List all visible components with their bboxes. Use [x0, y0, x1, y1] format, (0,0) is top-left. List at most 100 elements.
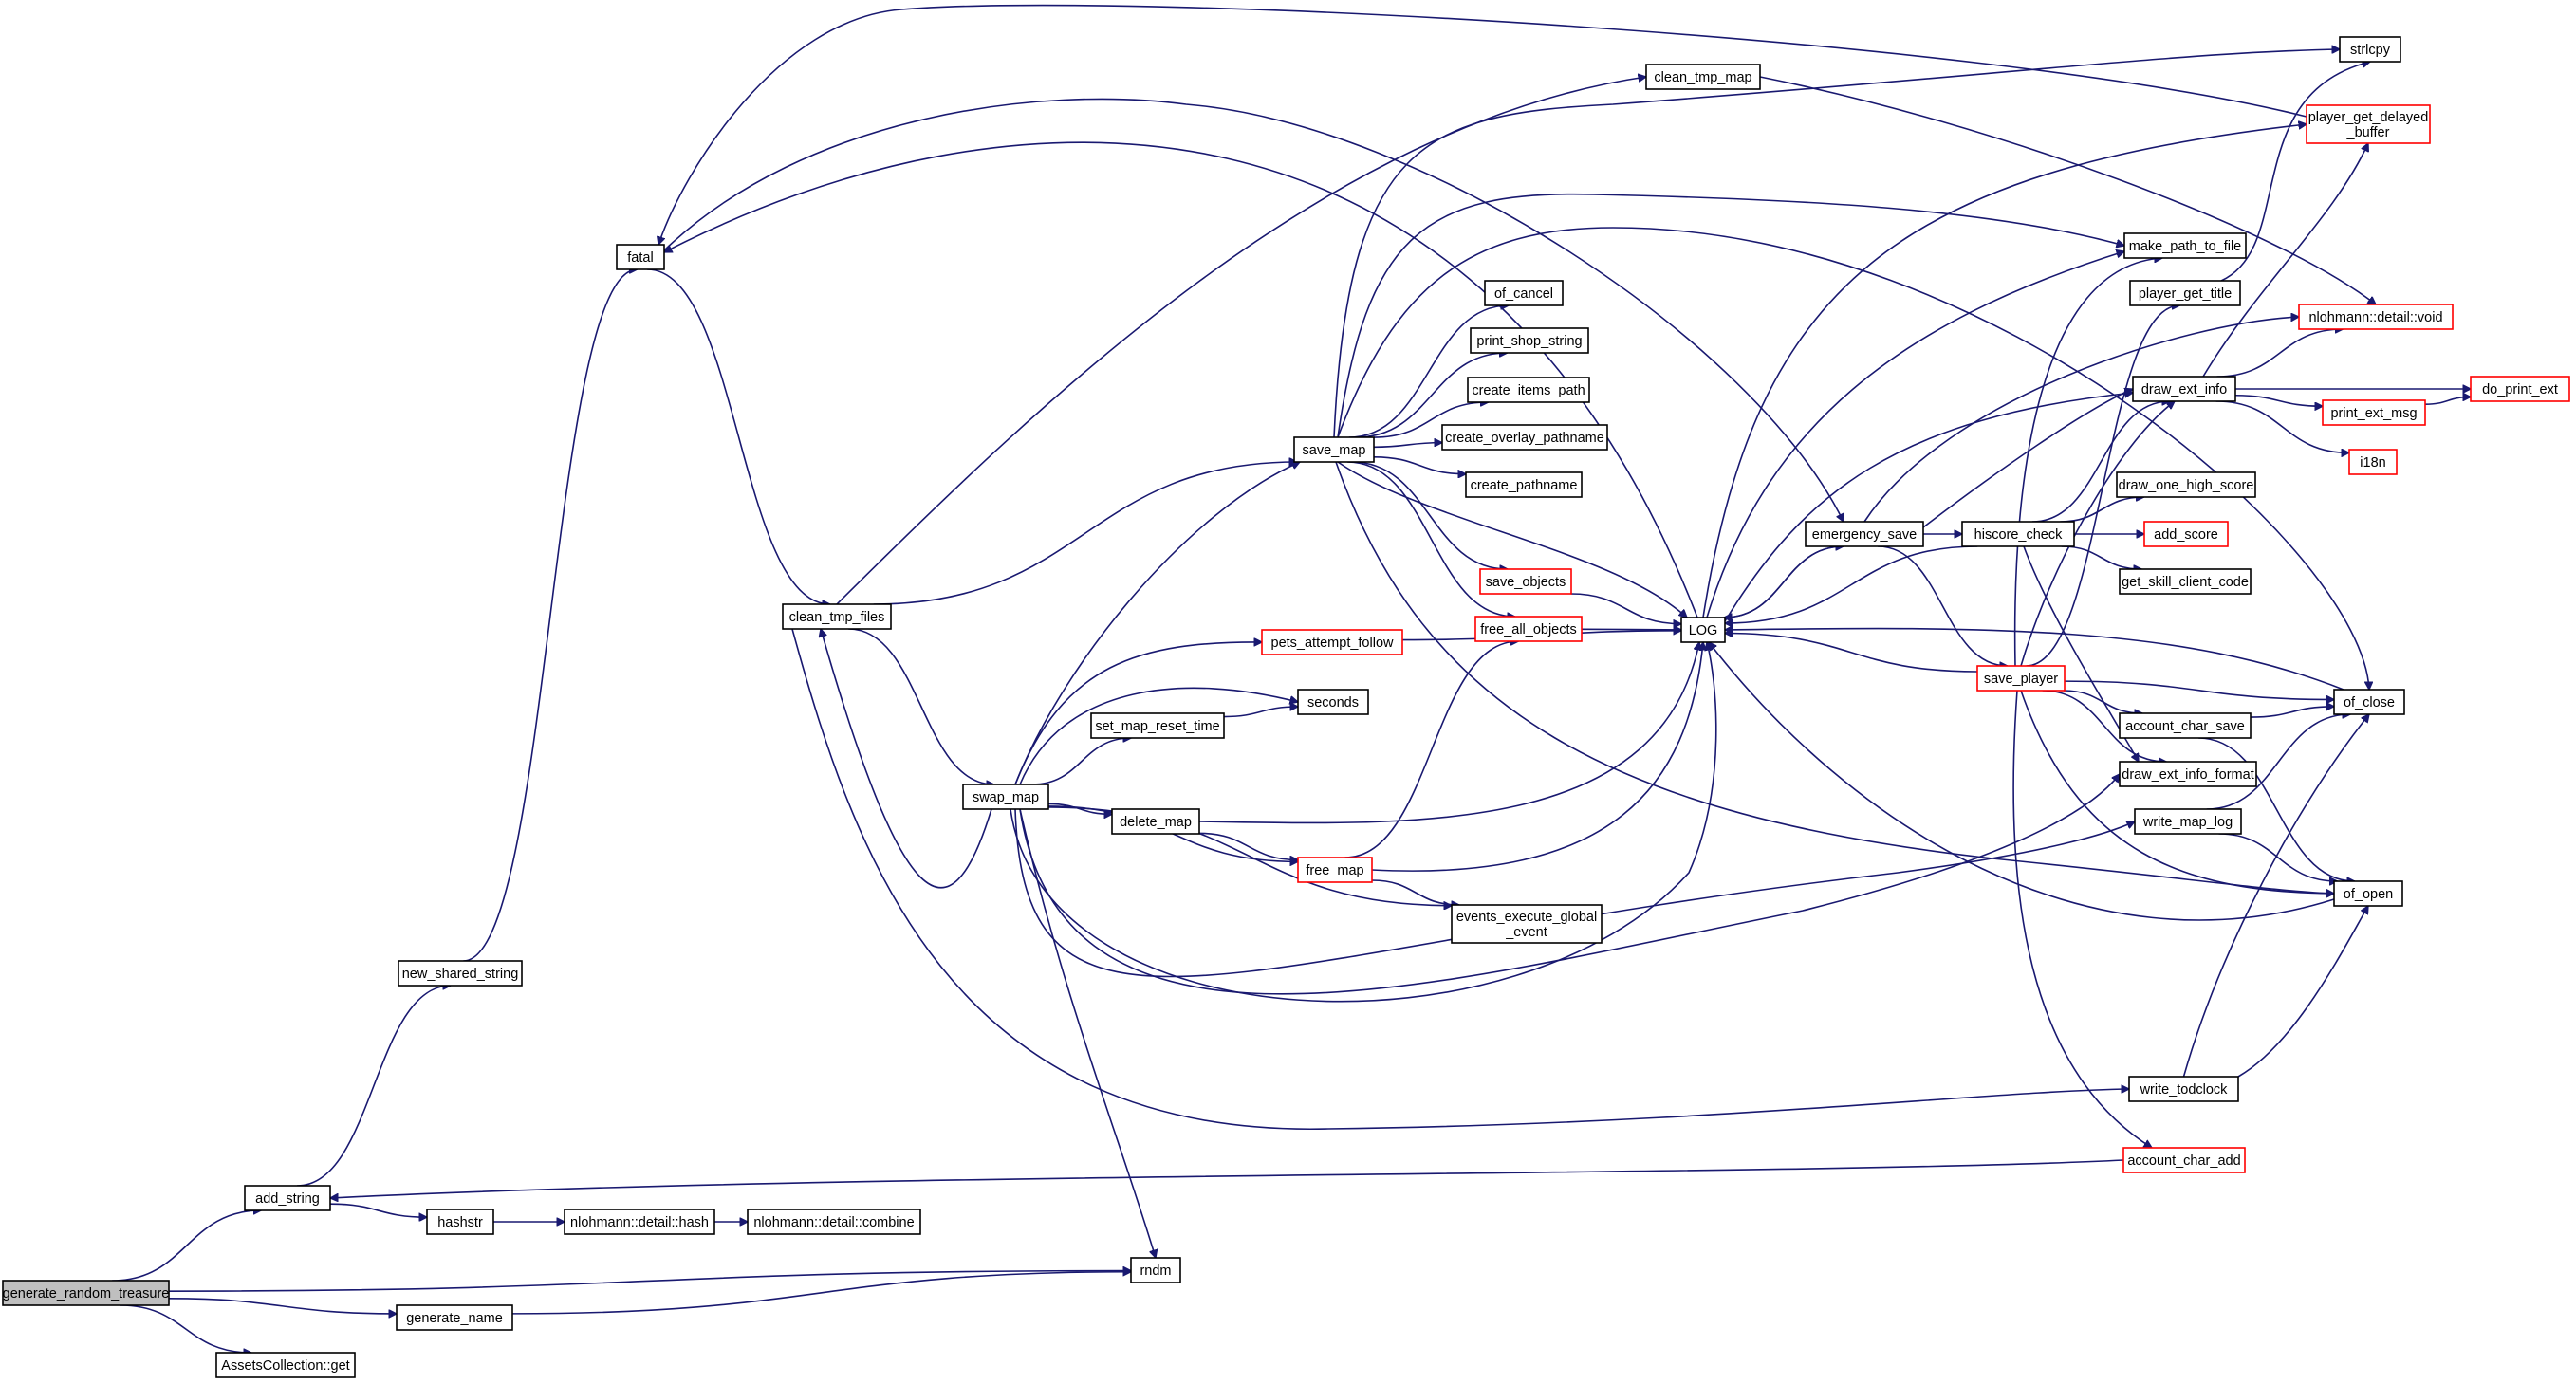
node-box[interactable]	[2348, 449, 2398, 475]
node-delete-map[interactable]: delete_map	[1111, 808, 1200, 835]
node-get-skill-client-code[interactable]: get_skill_client_code	[2119, 568, 2252, 595]
node-box[interactable]	[962, 784, 1049, 810]
node-box[interactable]	[1976, 665, 2066, 692]
node-save-map[interactable]: save_map	[1293, 436, 1375, 463]
node-add-string[interactable]: add_string	[244, 1185, 331, 1211]
node-draw-ext-info-format[interactable]: draw_ext_info_format	[2119, 761, 2257, 787]
node-emergency-save[interactable]: emergency_save	[1805, 521, 1924, 547]
node-box[interactable]	[2119, 568, 2252, 595]
node-seconds[interactable]: seconds	[1297, 689, 1369, 715]
node-box[interactable]	[1680, 617, 1726, 643]
node-generate-name[interactable]: generate_name	[396, 1304, 513, 1331]
node-box[interactable]	[2122, 1147, 2246, 1173]
node-new-shared-string[interactable]: new_shared_string	[398, 960, 523, 987]
node-box[interactable]	[1470, 327, 1589, 354]
node-nlohmann-combine[interactable]: nlohmann::detail::combine	[747, 1209, 921, 1235]
node-box[interactable]	[1474, 616, 1583, 642]
node-box[interactable]	[1805, 521, 1924, 547]
node-box[interactable]	[1090, 712, 1225, 739]
node-create-items-path[interactable]: create_items_path	[1467, 377, 1590, 403]
node-save-player[interactable]: save_player	[1976, 665, 2066, 692]
node-box[interactable]	[1111, 808, 1200, 835]
node-create-overlay-pathname[interactable]: create_overlay_pathname	[1441, 424, 1608, 451]
node-make-path-to-file[interactable]: make_path_to_file	[2123, 232, 2247, 259]
node-player-get-title[interactable]: player_get_title	[2129, 280, 2241, 306]
node-box[interactable]	[2470, 376, 2570, 402]
node-save-objects[interactable]: save_objects	[1479, 568, 1572, 595]
node-box[interactable]	[1467, 377, 1590, 403]
node-generate-random-treasure[interactable]: generate_random_treasure	[2, 1280, 170, 1306]
node-print-ext-msg[interactable]: print_ext_msg	[2322, 399, 2426, 426]
node-box[interactable]	[1479, 568, 1572, 595]
node-box[interactable]	[2119, 712, 2252, 739]
node-box[interactable]	[1465, 471, 1583, 498]
node-print-shop-string[interactable]: print_shop_string	[1470, 327, 1589, 354]
node-create-pathname[interactable]: create_pathname	[1465, 471, 1583, 498]
node-pets-attempt-follow[interactable]: pets_attempt_follow	[1261, 629, 1403, 655]
node-box[interactable]	[1297, 857, 1373, 883]
node-of-open[interactable]: of_open	[2333, 880, 2403, 907]
node-box[interactable]	[2128, 1076, 2239, 1102]
node-of-cancel[interactable]: of_cancel	[1484, 280, 1564, 306]
node-free-map[interactable]: free_map	[1297, 857, 1373, 883]
node-box[interactable]	[2333, 880, 2403, 907]
node-box[interactable]	[426, 1209, 494, 1235]
node-box[interactable]	[2339, 36, 2401, 63]
node-box[interactable]	[2134, 808, 2242, 835]
node-account-char-add[interactable]: account_char_add	[2122, 1147, 2246, 1173]
node-LOG[interactable]: LOG	[1680, 617, 1726, 643]
node-strlcpy[interactable]: strlcpy	[2339, 36, 2401, 63]
node-box[interactable]	[396, 1304, 513, 1331]
node-box[interactable]	[1130, 1257, 1181, 1283]
node-clean-tmp-files[interactable]: clean_tmp_files	[782, 603, 892, 630]
node-box[interactable]	[1451, 904, 1603, 944]
node-box[interactable]	[747, 1209, 921, 1235]
node-swap-map[interactable]: swap_map	[962, 784, 1049, 810]
node-add-score[interactable]: add_score	[2143, 521, 2229, 547]
node-draw-one-high-score[interactable]: draw_one_high_score	[2116, 471, 2256, 498]
node-account-char-save[interactable]: account_char_save	[2119, 712, 2252, 739]
node-box[interactable]	[1441, 424, 1608, 451]
node-free-all-objects[interactable]: free_all_objects	[1474, 616, 1583, 642]
node-hiscore-check[interactable]: hiscore_check	[1961, 521, 2075, 547]
node-box[interactable]	[2322, 399, 2426, 426]
node-box[interactable]	[1261, 629, 1403, 655]
node-player-get-delayed-buffer[interactable]: player_get_delayed_buffer	[2306, 104, 2431, 144]
node-of-close[interactable]: of_close	[2333, 689, 2405, 715]
node-write-todclock[interactable]: write_todclock	[2128, 1076, 2239, 1102]
node-box[interactable]	[1484, 280, 1564, 306]
node-write-map-log[interactable]: write_map_log	[2134, 808, 2242, 835]
node-set-map-reset-time[interactable]: set_map_reset_time	[1090, 712, 1225, 739]
node-i18n[interactable]: i18n	[2348, 449, 2398, 475]
node-box[interactable]	[2123, 232, 2247, 259]
node-box[interactable]	[616, 244, 665, 270]
node-box[interactable]	[398, 960, 523, 987]
node-hashstr[interactable]: hashstr	[426, 1209, 494, 1235]
node-assets-get[interactable]: AssetsCollection::get	[215, 1352, 356, 1378]
node-fatal[interactable]: fatal	[616, 244, 665, 270]
node-box[interactable]	[2298, 304, 2454, 330]
node-box[interactable]	[2333, 689, 2405, 715]
node-box[interactable]	[2119, 761, 2257, 787]
node-events-execute-global-event[interactable]: events_execute_global_event	[1451, 904, 1603, 944]
node-draw-ext-info[interactable]: draw_ext_info	[2132, 376, 2236, 402]
node-box[interactable]	[1645, 64, 1761, 90]
node-box[interactable]	[244, 1185, 331, 1211]
node-box[interactable]	[1961, 521, 2075, 547]
node-box[interactable]	[2, 1280, 170, 1306]
node-box[interactable]	[2306, 104, 2431, 144]
node-box[interactable]	[2129, 280, 2241, 306]
node-box[interactable]	[564, 1209, 715, 1235]
node-do-print-ext[interactable]: do_print_ext	[2470, 376, 2570, 402]
node-clean-tmp-map[interactable]: clean_tmp_map	[1645, 64, 1761, 90]
node-box[interactable]	[1297, 689, 1369, 715]
node-box[interactable]	[1293, 436, 1375, 463]
node-nlohmann-void[interactable]: nlohmann::detail::void	[2298, 304, 2454, 330]
node-box[interactable]	[215, 1352, 356, 1378]
node-box[interactable]	[2143, 521, 2229, 547]
node-box[interactable]	[2132, 376, 2236, 402]
node-nlohmann-hash[interactable]: nlohmann::detail::hash	[564, 1209, 715, 1235]
node-rndm[interactable]: rndm	[1130, 1257, 1181, 1283]
node-box[interactable]	[2116, 471, 2256, 498]
node-box[interactable]	[782, 603, 892, 630]
